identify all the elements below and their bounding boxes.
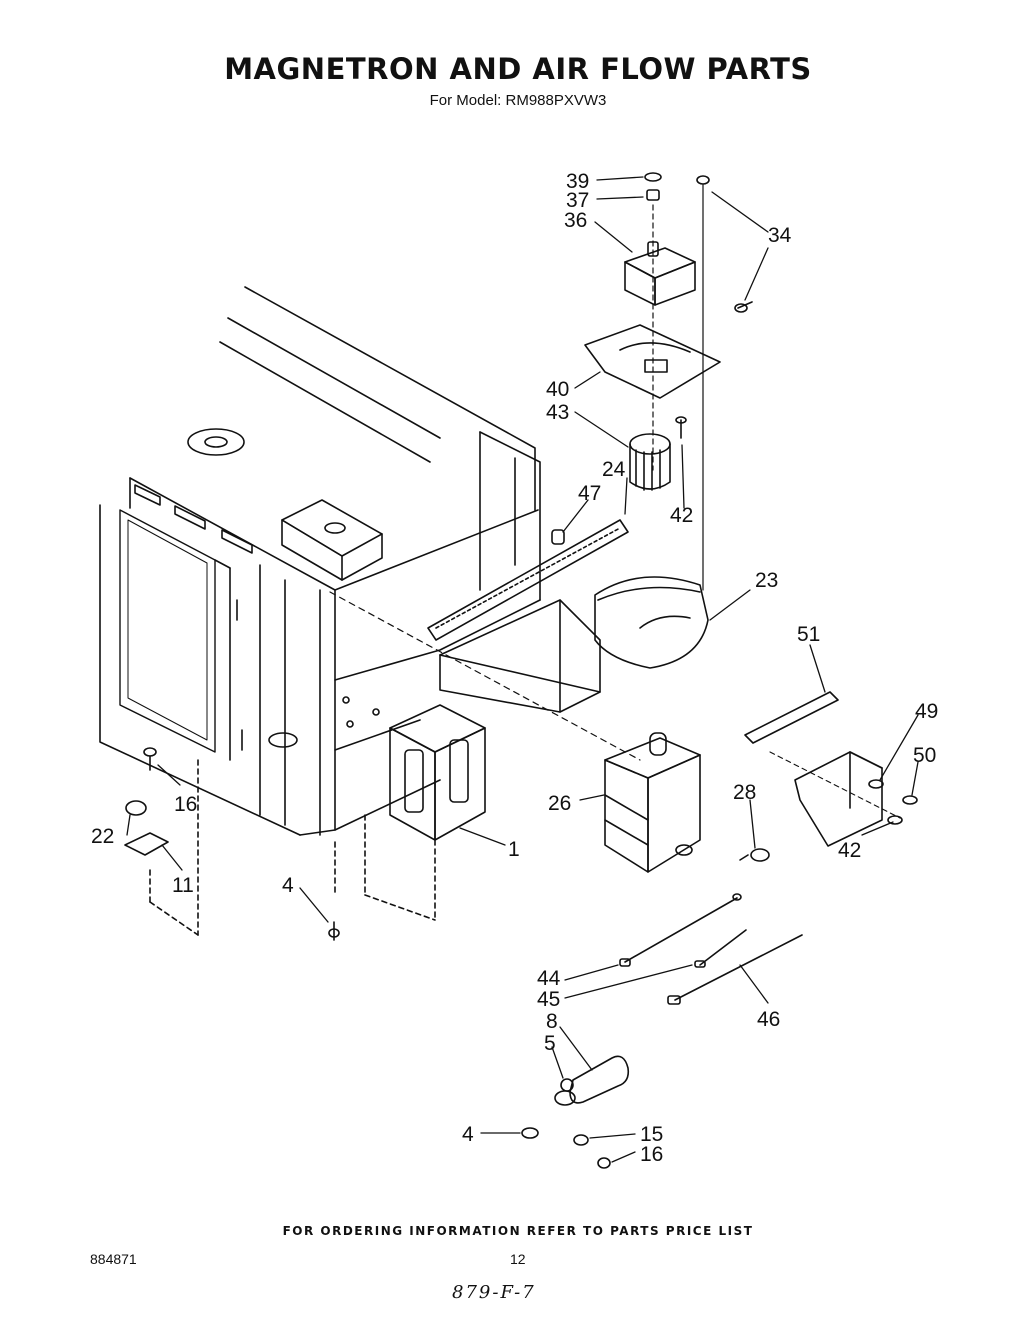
callout-8: 8 — [546, 1010, 558, 1033]
page-title: MAGNETRON AND AIR FLOW PARTS — [224, 52, 812, 86]
ordering-note: FOR ORDERING INFORMATION REFER TO PARTS … — [282, 1224, 754, 1238]
callout-4-left: 4 — [282, 874, 294, 897]
right-bracket-assembly — [744, 691, 918, 847]
wire-harness — [619, 893, 803, 1005]
callout-4-lower: 4 — [462, 1123, 474, 1146]
thermal-cutout — [739, 848, 770, 862]
callout-49: 49 — [915, 700, 938, 723]
callout-45: 45 — [537, 988, 560, 1011]
callout-46: 46 — [757, 1008, 780, 1031]
callout-44: 44 — [537, 967, 561, 990]
callout-39: 39 — [566, 170, 589, 193]
handwritten-code: 879-F-7 — [452, 1282, 536, 1303]
callout-42-upper: 42 — [670, 504, 693, 527]
air-duct-assembly — [329, 519, 709, 761]
callout-24: 24 — [602, 458, 626, 481]
callout-34: 34 — [768, 224, 792, 247]
fan-motor-assembly — [584, 172, 753, 591]
model-prefix: For Model: — [429, 92, 502, 109]
callout-1: 1 — [508, 838, 520, 861]
callout-26: 26 — [548, 792, 571, 815]
callout-16-lower: 16 — [640, 1143, 663, 1166]
capacitor-assembly — [521, 1055, 630, 1169]
magnetron — [604, 732, 701, 873]
callout-50: 50 — [913, 744, 936, 767]
document-number: 884871 — [90, 1251, 137, 1267]
callout-42-lower: 42 — [838, 839, 861, 862]
callout-23: 23 — [755, 569, 778, 592]
page-number: 12 — [510, 1251, 526, 1267]
leader-lines — [126, 176, 919, 1163]
callout-47: 47 — [578, 482, 601, 505]
model-line: For Model: RM988PXVW3 — [0, 92, 1036, 109]
callout-40: 40 — [546, 378, 569, 401]
callout-16-left: 16 — [174, 793, 197, 816]
cabinet-assembly — [99, 286, 541, 896]
callout-11: 11 — [172, 874, 194, 897]
left-small-parts — [124, 747, 340, 941]
callout-labels: 39 37 36 34 40 43 24 47 42 23 51 49 50 2… — [91, 170, 938, 1166]
callout-37: 37 — [566, 189, 589, 212]
callout-5: 5 — [544, 1032, 556, 1055]
callout-51: 51 — [797, 623, 820, 646]
callout-28: 28 — [733, 781, 756, 804]
callout-15: 15 — [640, 1123, 663, 1146]
callout-36: 36 — [564, 209, 587, 232]
callout-22: 22 — [91, 825, 114, 848]
transformer — [364, 704, 486, 921]
callout-43: 43 — [546, 401, 569, 424]
model-number: RM988PXVW3 — [505, 92, 607, 109]
